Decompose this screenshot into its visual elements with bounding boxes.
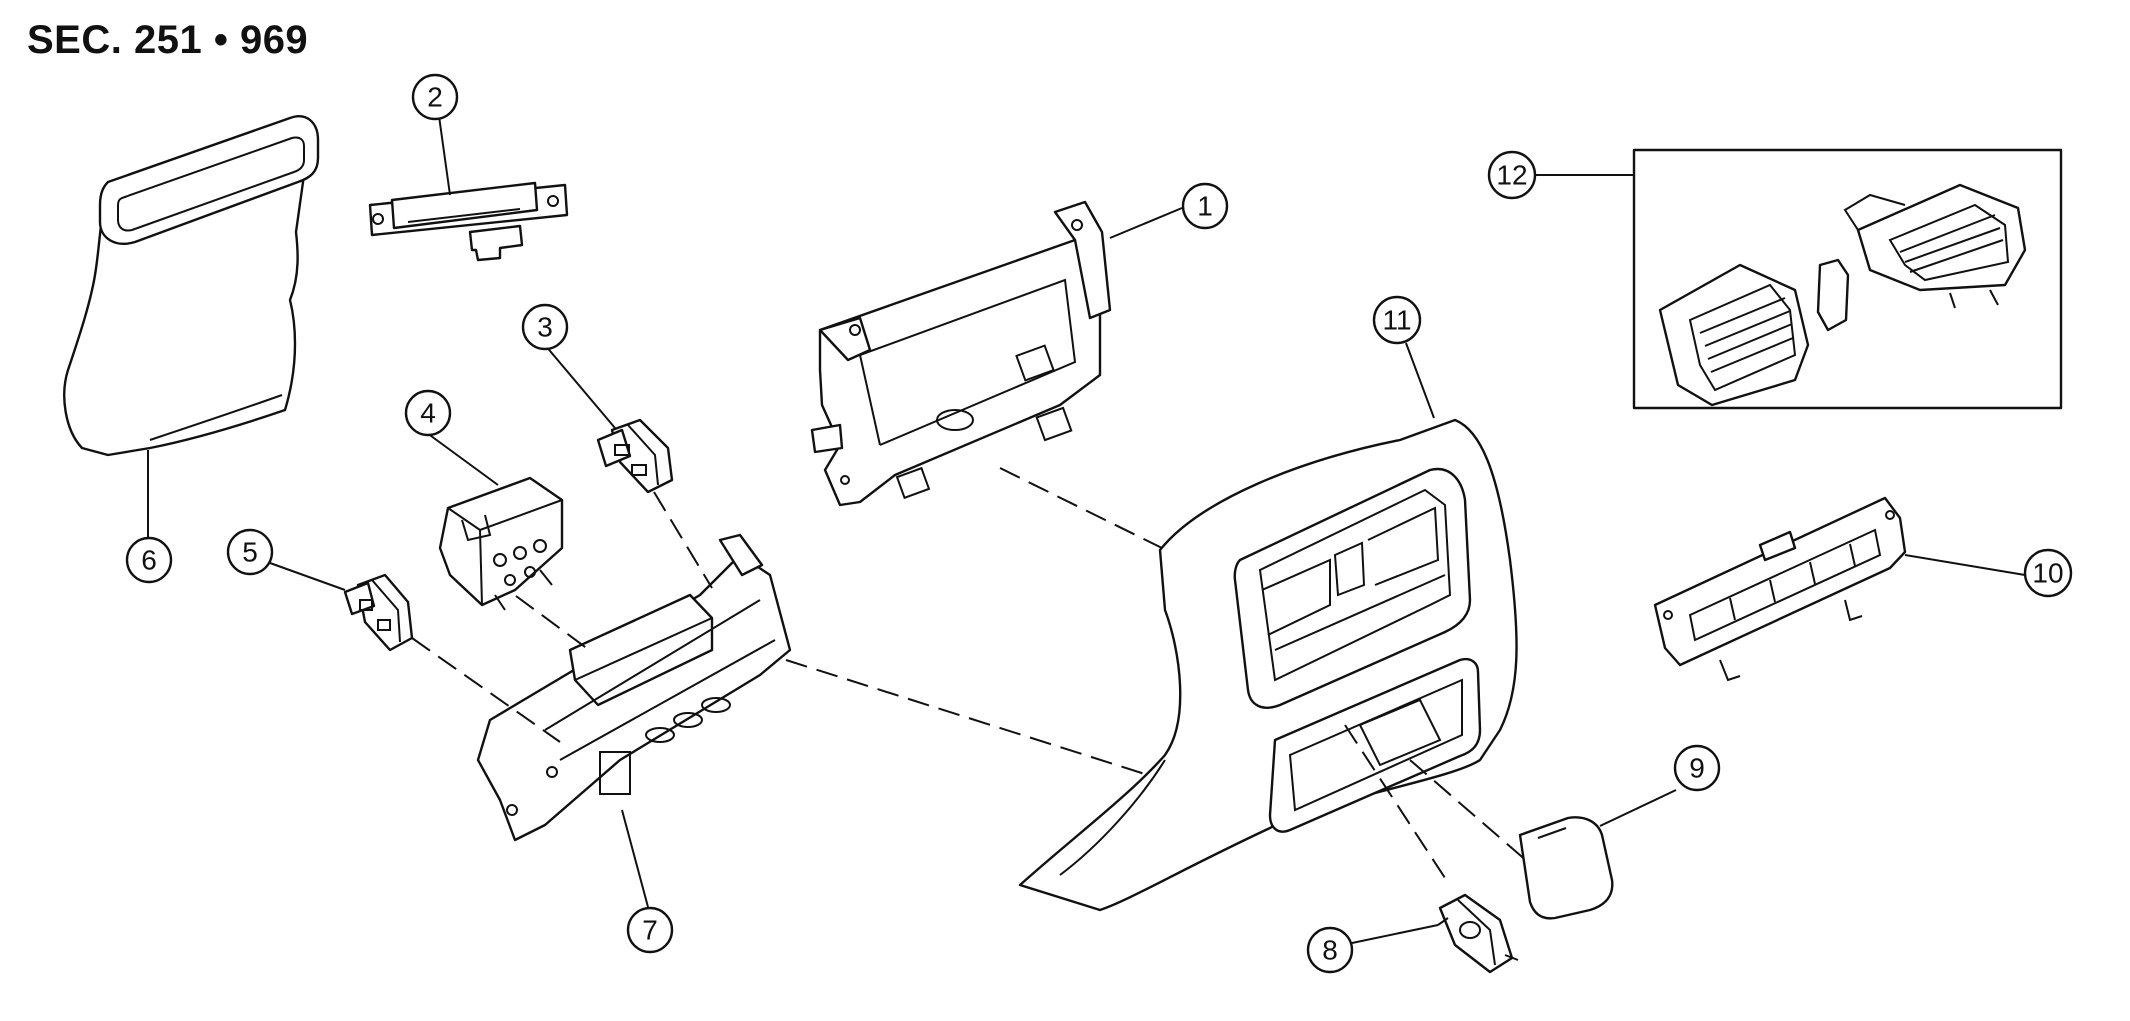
svg-text:4: 4 [420,398,436,429]
svg-text:3: 3 [537,312,553,343]
section-title: SEC. 251 • 969 [27,18,309,62]
part-1-bracket [810,200,1112,507]
svg-text:11: 11 [1382,305,1411,336]
part-5-switch [343,573,414,652]
svg-text:7: 7 [642,915,658,946]
callout-11: 11 [1372,295,1422,345]
callout-8: 8 [1306,926,1354,974]
part-3-switch [596,418,674,494]
svg-text:6: 6 [141,545,157,576]
callout-5: 5 [226,528,274,576]
callout-10: 10 [2023,548,2073,598]
part-4-control-module [438,476,564,611]
svg-text:1: 1 [1197,191,1213,222]
svg-text:5: 5 [242,537,258,568]
part-8-power-outlet [1437,893,1519,974]
part-9-lid [1518,816,1614,920]
callout-1: 1 [1181,182,1229,230]
callout-9: 9 [1673,744,1721,792]
leader-lines [147,115,2026,944]
callout-6: 6 [125,536,173,584]
callout-2: 2 [411,73,459,121]
callout-7: 7 [626,906,674,954]
callout-3: 3 [521,303,569,351]
svg-text:2: 2 [427,82,443,113]
part-6-trim-panel [63,115,320,457]
svg-text:10: 10 [2032,558,2063,589]
callout-4: 4 [404,389,452,437]
part-12-ventilator-box [1632,148,2063,410]
part-10-ventilator-grille [1653,496,1907,682]
part-7-switch-panel [476,533,792,842]
part-2-bracket [368,181,569,262]
callout-12: 12 [1487,150,1537,200]
svg-text:8: 8 [1322,935,1338,966]
svg-text:9: 9 [1689,753,1705,784]
svg-text:12: 12 [1496,160,1527,191]
installation-lines [411,467,1529,879]
part-11-console-finisher [1018,418,1518,912]
